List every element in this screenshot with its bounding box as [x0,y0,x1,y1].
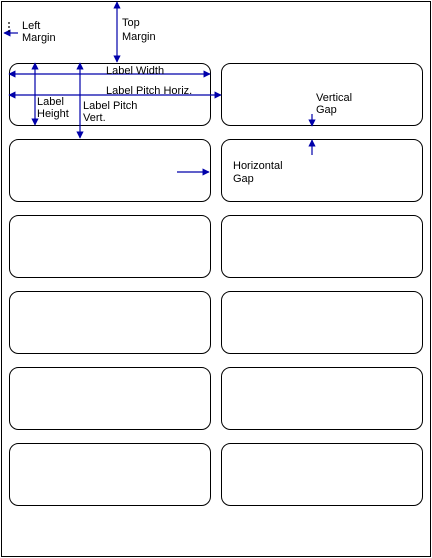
label-r3-c2 [221,215,423,278]
top-margin-text: Top Margin [122,17,156,43]
label-width-text: Label Width [106,65,164,77]
label-r6-c1 [9,443,211,506]
label-height-text: Label Height [37,96,69,120]
vertical-gap-text: Vertical Gap [316,92,355,116]
label-grid [9,63,423,506]
label-r4-c1 [9,291,211,354]
left-margin-text: Left Margin [22,20,56,44]
horizontal-gap-text: Horizontal Gap [233,160,286,185]
label-r2-c2 [221,139,423,202]
label-r3-c1 [9,215,211,278]
label-r5-c2 [221,367,423,430]
label-pitch-vert-text: Label Pitch Vert. [83,100,141,124]
label-r4-c2 [221,291,423,354]
dimension-arrows [3,1,316,176]
label-r5-c1 [9,367,211,430]
label-r6-c2 [221,443,423,506]
label-pitch-horiz-text: Label Pitch Horiz. [106,85,192,97]
label-r2-c1 [9,139,211,202]
